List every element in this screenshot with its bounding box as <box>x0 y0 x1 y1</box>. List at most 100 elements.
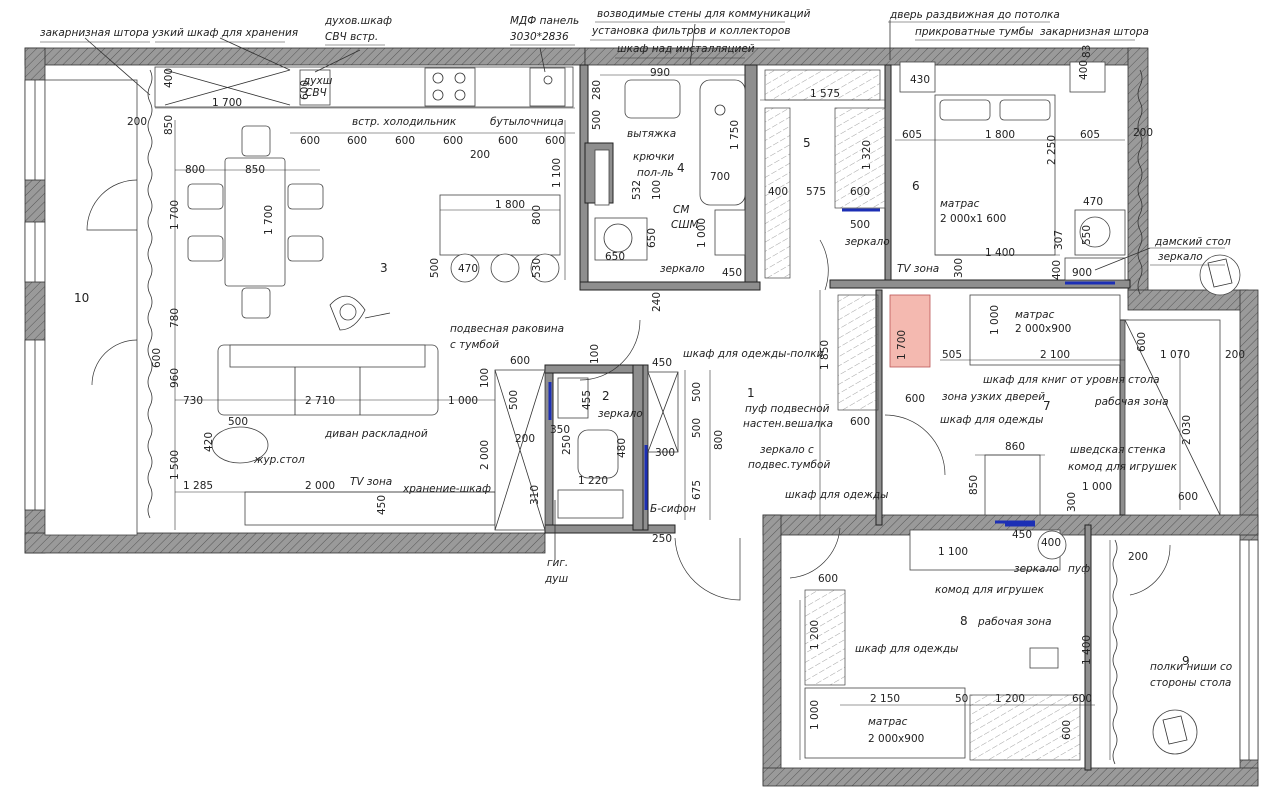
dim-text: 1 000 <box>1082 481 1112 493</box>
dim-text: 600 <box>347 135 367 147</box>
dim-text: 100 <box>589 344 601 364</box>
dim-text: 2 710 <box>305 395 335 407</box>
label-bottle: бутылочница <box>490 116 564 128</box>
label-toys-8: комод для игрушек <box>935 584 1045 596</box>
dim-text: 605 <box>1080 129 1100 141</box>
dim-text: 675 <box>691 480 703 500</box>
dim-text: 900 <box>1072 267 1092 279</box>
label-oven: духов.шкаф <box>324 15 392 27</box>
wardrobe-room-5 <box>764 69 886 279</box>
room-number-5: 5 <box>803 136 811 150</box>
dim-text: 600 <box>850 186 870 198</box>
tv-storage <box>244 491 496 526</box>
label-mattress-master: матрас <box>940 198 980 210</box>
dim-text: 1 200 <box>995 693 1025 705</box>
dim-text: 530 <box>531 258 543 278</box>
dim-text: 1 700 <box>212 97 242 109</box>
dimension-texts: 400 600 1 700 200 850 600 600 600 600 60… <box>127 45 1245 740</box>
dim-text: 1 100 <box>551 158 563 188</box>
dim-text: 470 <box>1083 196 1103 208</box>
dim-text: 500 <box>850 219 870 231</box>
dim-text: 1 070 <box>1160 349 1190 361</box>
dim-text: 300 <box>953 258 965 278</box>
dim-text: 500 <box>691 418 703 438</box>
label-curtain-left: закарнизная штора <box>40 27 149 39</box>
label-book-cab: шкаф для книг от уровня стола <box>983 374 1160 386</box>
dim-text: 1 000 <box>696 218 708 248</box>
dim-text: 240 <box>651 292 663 312</box>
label-oven-box: духш <box>302 75 333 87</box>
room-8 <box>789 523 1081 761</box>
dim-text: 1 500 <box>169 450 181 480</box>
dim-text: 1 000 <box>989 305 1001 335</box>
label-hooks: крючки <box>633 151 674 163</box>
dim-text: 600 <box>151 348 163 368</box>
dim-text: 300 <box>1066 492 1078 512</box>
dim-text: 500 <box>508 390 520 410</box>
dim-text: 800 <box>531 205 543 225</box>
room-7 <box>837 294 1221 524</box>
label-mirror-8: зеркало <box>1014 563 1059 575</box>
label-mirror-hall2: подвес.тумбой <box>748 459 830 471</box>
dim-text: 400 <box>1041 537 1061 549</box>
label-mattress-7: матрас <box>1015 309 1055 321</box>
dim-text: 600 <box>1061 720 1073 740</box>
dim-text: 1 285 <box>183 480 213 492</box>
dim-text: 430 <box>910 74 930 86</box>
dim-text: 800 <box>185 164 205 176</box>
label-storage: хранение-шкаф <box>402 483 491 495</box>
dim-text: 2 000 <box>305 480 335 492</box>
label-oven-box2: СВЧ <box>305 87 327 99</box>
dim-text: 1 750 <box>729 120 741 150</box>
dim-text: 1 800 <box>985 129 1015 141</box>
label-swedish: шведская стенка <box>1070 444 1166 456</box>
balcony-door[interactable] <box>86 179 138 231</box>
dim-text: 600 <box>818 573 838 585</box>
label-dishwasher: СШМ <box>671 219 699 231</box>
dim-text: 2 150 <box>870 693 900 705</box>
dim-text: 500 <box>691 382 703 402</box>
label-coffee: жур.стол <box>253 454 305 466</box>
label-shelves-niche2: стороны стола <box>1150 677 1231 689</box>
dim-text: 850 <box>968 475 980 495</box>
label-bedside: прикроватные тумбы <box>915 26 1034 38</box>
walls <box>24 47 1259 787</box>
dim-text: 1 220 <box>578 475 608 487</box>
dim-text: 600 <box>545 135 565 147</box>
dim-text: 1 700 <box>169 200 181 230</box>
label-sliding-door: дверь раздвижная до потолка <box>889 9 1060 21</box>
bedroom-6 <box>899 61 1126 285</box>
room-number-1: 1 <box>747 386 755 400</box>
dim-text: 780 <box>169 308 181 328</box>
dim-text: 605 <box>902 129 922 141</box>
dim-text: 1 000 <box>448 395 478 407</box>
label-mirror-hall: зеркало с <box>760 444 814 456</box>
label-mirror-wc: зеркало <box>598 408 643 420</box>
dim-text: 200 <box>1128 551 1148 563</box>
dim-text: 250 <box>561 435 573 455</box>
dim-text: 307 <box>1053 230 1065 250</box>
dim-text: 600 <box>905 393 925 405</box>
dim-text: 100 <box>479 368 491 388</box>
dim-text: 800 <box>713 430 725 450</box>
label-wardrobe-shelves: шкаф для одежды-полки <box>683 348 824 360</box>
dim-text: 500 <box>429 258 441 278</box>
dim-text: 420 <box>203 432 215 452</box>
label-walls-comm: возводимые стены для коммуникаций <box>597 8 811 20</box>
curtain-room8 <box>1112 539 1118 765</box>
label-narrow-doors: зона узких дверей <box>942 391 1045 403</box>
dim-text: 200 <box>470 149 490 161</box>
dim-text: 1 575 <box>810 88 840 100</box>
dim-text: 400 <box>1078 60 1090 80</box>
label-pouf-8: пуф <box>1068 563 1090 575</box>
label-filters: установка фильтров и коллекторов <box>591 25 791 37</box>
dim-text: 2 250 <box>1046 135 1058 165</box>
dim-text: 730 <box>183 395 203 407</box>
label-mattress-8-size: 2 000x900 <box>868 733 924 745</box>
person-figure <box>329 295 391 331</box>
label-work-zone-7: рабочая зона <box>1094 396 1169 408</box>
dim-text: 532 <box>631 180 643 200</box>
dim-text: 100 <box>651 180 663 200</box>
balcony-door-lower[interactable] <box>91 339 138 386</box>
dim-text: 1 320 <box>861 140 873 170</box>
